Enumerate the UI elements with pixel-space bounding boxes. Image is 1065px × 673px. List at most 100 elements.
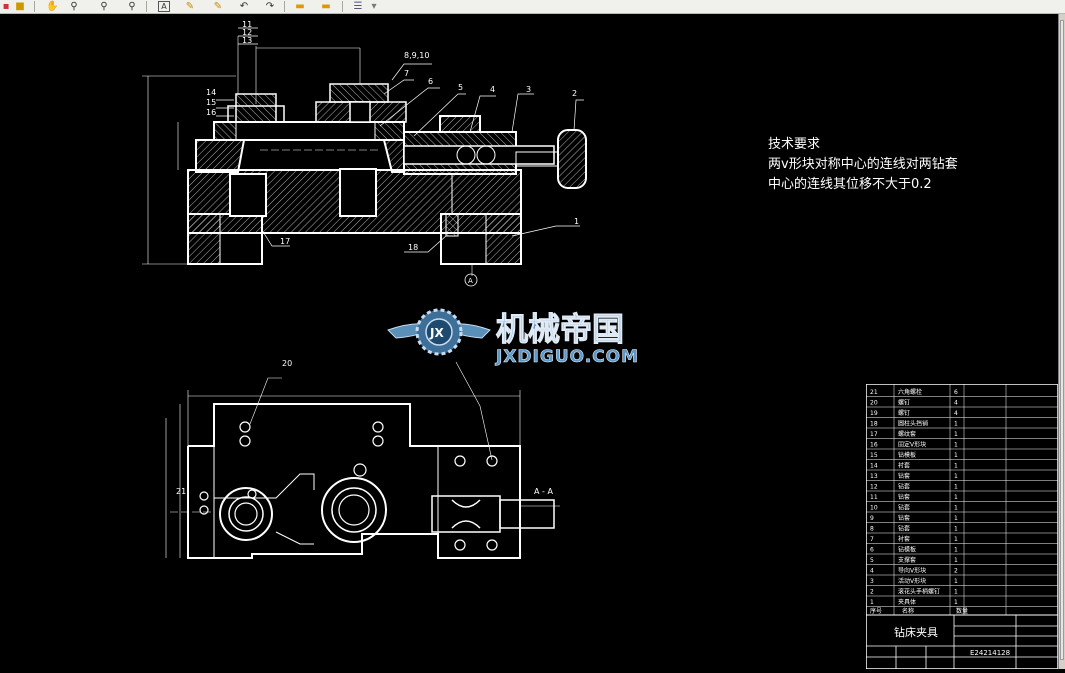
top-labels: 20 21 A - A	[176, 359, 553, 496]
part-label-17: 17	[280, 237, 290, 246]
bom-cell-qty: 1	[954, 431, 958, 438]
bom-cell-qty: 1	[954, 473, 958, 480]
drill-bushing-collar	[227, 105, 285, 123]
bom-cell-qty: 1	[954, 463, 958, 470]
bom-cell-name: 钻套	[898, 514, 910, 522]
part-label-12: 12	[242, 28, 252, 37]
bom-cell-name: 圆柱头挡销	[898, 420, 928, 428]
bom-cell-qty: 1	[954, 557, 958, 564]
part-label-1: 1	[574, 217, 579, 226]
bom-cell-no: 19	[870, 410, 878, 417]
bolt-hole	[372, 435, 384, 447]
leader-6	[379, 87, 440, 127]
bom-cell-no: 15	[870, 452, 878, 459]
base-leg-left-hatch	[187, 213, 221, 265]
bom-cell-qty: 1	[954, 494, 958, 501]
bom-cell-name: 活动V形块	[898, 577, 926, 585]
logo-url: JXDIGUO.COM	[495, 347, 639, 366]
leader-7	[383, 79, 414, 95]
highlighter-icon[interactable]: ✎	[213, 1, 223, 12]
drawing-canvas[interactable]: 11 12 13 8,9,10 7 6 5 4 3 2 14 15 16 1 1…	[0, 14, 1058, 669]
bom-cell-name: 螺纹套	[898, 430, 916, 438]
knob-stem	[515, 151, 559, 167]
layers-stack-icon[interactable]: ☰	[353, 1, 363, 12]
bom-cell-qty: 1	[954, 547, 958, 554]
bom-cell-name: 滚花头手柄螺钉	[898, 588, 940, 596]
bom-cell-no: 17	[870, 431, 878, 438]
bom-cell-no: 12	[870, 484, 878, 491]
part-label-14: 14	[206, 88, 216, 97]
bom-cell-no: 7	[870, 536, 874, 543]
body-pocket	[275, 531, 314, 545]
undo-icon[interactable]: ↶	[239, 1, 249, 12]
drawing-svg: 11 12 13 8,9,10 7 6 5 4 3 2 14 15 16 1 1…	[142, 20, 587, 559]
bom-header-qty: 数量	[956, 607, 968, 615]
text-icon[interactable]: A	[158, 1, 170, 12]
bom-cell-no: 5	[870, 557, 874, 564]
redo-icon[interactable]: ↷	[265, 1, 275, 12]
drawing-number: E24214128	[970, 649, 1010, 657]
bom-cell-name: 钻套	[898, 472, 910, 480]
bom-cell-name: 衬套	[898, 462, 910, 470]
bom-cell-name: 六角螺栓	[898, 388, 922, 396]
bushing-bore	[349, 101, 371, 123]
pan-icon[interactable]: ✋	[46, 1, 59, 12]
bom-cell-name: 螺钉	[898, 409, 910, 417]
watermark-logo: JX 机械帝国 JXDIGUO.COM	[386, 302, 682, 370]
bom-cell-name: 钻模板	[898, 546, 916, 554]
lock-icon[interactable]: ■	[15, 1, 25, 12]
bom-cell-no: 21	[870, 389, 878, 396]
bom-cell-qty: 1	[954, 599, 958, 606]
bushing-boss-right	[321, 477, 387, 543]
bom-cell-name: 导向V形块	[898, 567, 926, 575]
layer-state-icon[interactable]: ▬	[321, 1, 331, 12]
bom-cell-name: 钻模板	[898, 451, 916, 459]
tech-notes-line: 两v形块对称中心的连线对两钻套	[768, 157, 958, 172]
scrollbar-thumb[interactable]	[1060, 20, 1064, 660]
toolbar-separator	[34, 1, 35, 12]
leader-5	[413, 93, 466, 137]
zoom-realtime-icon[interactable]: ⚲	[70, 1, 78, 12]
bom-cell-no: 14	[870, 463, 878, 470]
zoom-window-icon[interactable]: ⚲	[100, 1, 108, 12]
bom-cell-no: 1	[870, 599, 874, 606]
drill-plate-hatch-left	[213, 121, 237, 141]
bom-cell-name: 支撑套	[898, 556, 916, 564]
bom-cell-qty: 4	[954, 410, 958, 417]
front-labels: 11 12 13 8,9,10 7 6 5 4 3 2 14 15 16 1 1…	[206, 20, 579, 252]
moving-v-block	[382, 139, 405, 173]
watermark-svg: JX 机械帝国 JXDIGUO.COM	[387, 308, 639, 367]
part-label-5: 5	[458, 83, 463, 92]
bolt-hole	[454, 539, 466, 551]
part-label-7: 7	[404, 69, 409, 78]
bom-cell-no: 18	[870, 421, 878, 428]
part-label-3: 3	[526, 85, 531, 94]
pencil-icon[interactable]: ✎	[185, 1, 195, 12]
bushing-inner-left	[234, 502, 258, 526]
layer-icon[interactable]: ▬	[295, 1, 305, 12]
zoom-previous-icon[interactable]: ⚲	[128, 1, 136, 12]
bolt-hole	[199, 491, 209, 501]
part-label-16: 16	[206, 108, 216, 117]
leader-8-9-10	[391, 63, 432, 81]
bom-header: 序号 名称 数量	[866, 607, 1058, 616]
locating-pin	[445, 213, 459, 237]
bom-cell-name: 衬套	[898, 535, 910, 543]
tech-notes-title: 技术要求	[768, 137, 821, 152]
bom-cell-qty: 1	[954, 515, 958, 522]
technical-requirements: 技术要求 两v形块对称中心的连线对两钻套 中心的连线其位移不大于0.2	[768, 135, 958, 195]
toolbar-separator	[342, 1, 343, 12]
shaft-hole	[456, 145, 476, 165]
vertical-scrollbar[interactable]	[1058, 14, 1065, 669]
bolt-hole	[199, 505, 209, 515]
folder-icon[interactable]: ▪	[2, 1, 10, 12]
part-label-4: 4	[490, 85, 495, 94]
bushing-cavity-left	[229, 173, 267, 217]
logo-title: 机械帝国	[496, 310, 624, 348]
bom-cell-qty: 1	[954, 452, 958, 459]
dropdown-icon[interactable]: ▾	[371, 1, 377, 12]
bom-cell-no: 6	[870, 547, 874, 554]
bom-header-name: 名称	[902, 607, 914, 615]
part-label-21: 21	[176, 487, 186, 496]
